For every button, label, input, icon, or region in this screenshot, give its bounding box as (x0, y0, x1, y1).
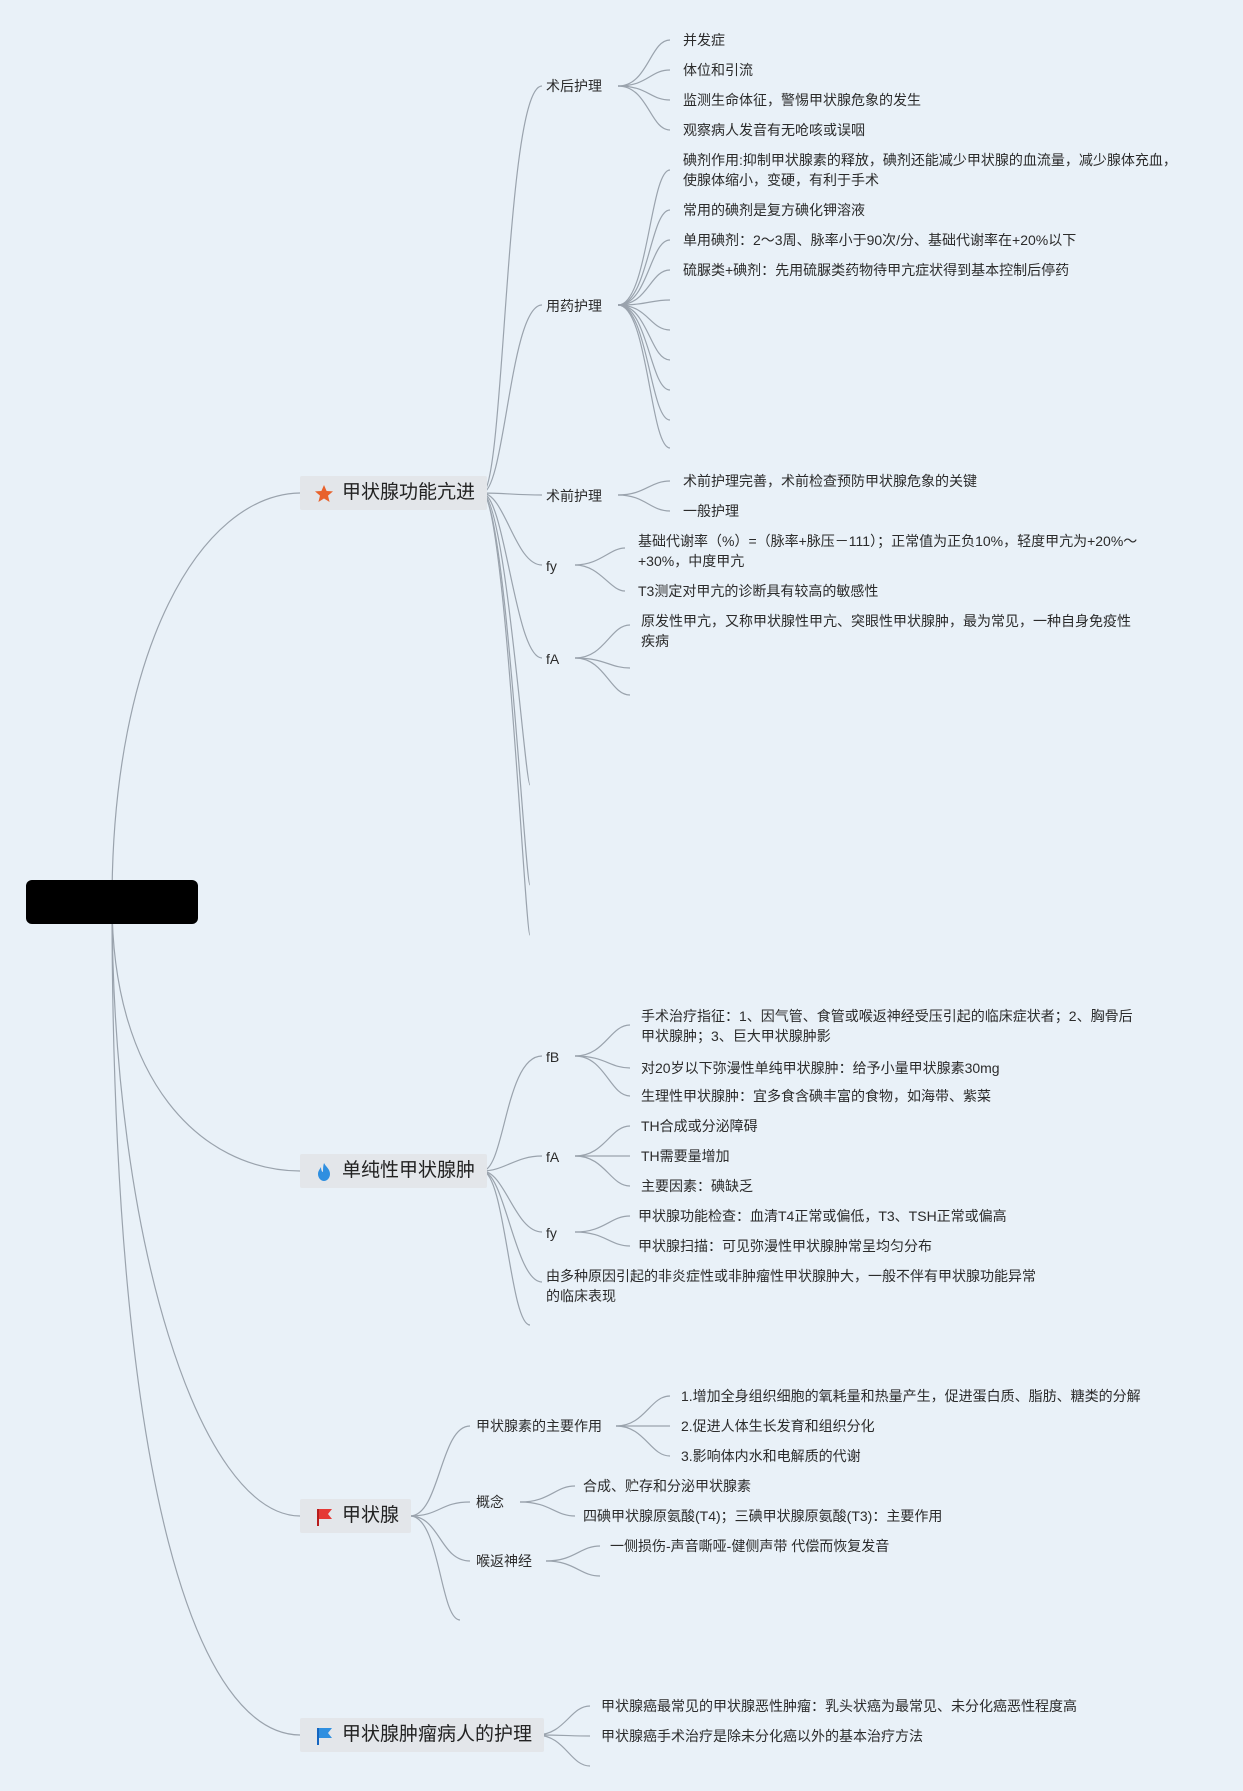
subtopic-medication-care[interactable]: 用药护理 (546, 298, 602, 314)
subtopic-fb[interactable]: fB (546, 1049, 560, 1065)
topic-title: 甲状腺功能亢进 (342, 482, 476, 503)
subtopic-fa[interactable]: fA (546, 1149, 560, 1165)
text-line: 甲状腺肿；3、巨大甲状腺肿影 (641, 1028, 831, 1044)
text-line: 原发性甲亢，又称甲状腺性甲亢、突眼性甲状腺肿，最为常见，一种自身免疫性 (641, 613, 1131, 629)
list-item[interactable]: 3.影响体内水和电解质的代谢 (681, 1448, 861, 1464)
subtopic-postop-care[interactable]: 术后护理 (546, 78, 602, 94)
list-item-bmr[interactable]: 基础代谢率（%）=（脉率+脉压－111）；正常值为正负10%，轻度甲亢为+20%… (638, 531, 1137, 571)
text-line: 碘剂作用:抑制甲状腺素的释放，碘剂还能减少甲状腺的血流量，减少腺体充血， (683, 152, 1177, 168)
list-item[interactable]: 生理性甲状腺肿：宜多食含碘丰富的食物，如海带、紫菜 (641, 1088, 991, 1104)
subtopic-fa[interactable]: fA (546, 651, 560, 667)
subtopic-fy[interactable]: fy (546, 558, 557, 574)
text-line: 的临床表现 (546, 1288, 616, 1304)
subtopic-fy[interactable]: fy (546, 1225, 557, 1241)
star-icon (315, 485, 333, 502)
list-item-definition[interactable]: 由多种原因引起的非炎症性或非肿瘤性甲状腺肿大，一般不伴有甲状腺功能异常 的临床表… (546, 1266, 1036, 1306)
list-item[interactable]: 四碘甲状腺原氨酸(T4)；三碘甲状腺原氨酸(T3)：主要作用 (583, 1508, 943, 1524)
list-item[interactable]: 观察病人发音有无呛咳或误咽 (683, 122, 865, 138)
list-item[interactable]: 2.促进人体生长发育和组织分化 (681, 1418, 875, 1434)
list-item[interactable]: 1.增加全身组织细胞的氧耗量和热量产生，促进蛋白质、脂肪、糖类的分解 (681, 1388, 1141, 1404)
list-item[interactable]: 体位和引流 (683, 62, 753, 78)
list-item[interactable]: 甲状腺癌最常见的甲状腺恶性肿瘤：乳头状癌为最常见、未分化癌恶性程度高 (601, 1698, 1077, 1714)
topic-simple-goiter[interactable]: 单纯性甲状腺肿 (300, 1154, 488, 1188)
list-item[interactable]: 常用的碘剂是复方碘化钾溶液 (683, 202, 865, 218)
list-item[interactable]: 并发症 (683, 32, 725, 48)
red-flag-icon (317, 1509, 332, 1526)
topic-title: 甲状腺肿瘤病人的护理 (342, 1724, 533, 1745)
subtopic-recurrent-laryngeal-nerve[interactable]: 喉返神经 (476, 1553, 532, 1569)
list-item[interactable]: 硫脲类+碘剂：先用硫脲类药物待甲亢症状得到基本控制后停药 (683, 262, 1070, 278)
list-item-primary-hyper[interactable]: 原发性甲亢，又称甲状腺性甲亢、突眼性甲状腺肿，最为常见，一种自身免疫性 疾病 (641, 611, 1131, 651)
blue-flag-icon (317, 1728, 332, 1745)
list-item[interactable]: 甲状腺扫描：可见弥漫性甲状腺肿常呈均匀分布 (638, 1238, 932, 1254)
text-line: 手术治疗指征：1、因气管、食管或喉返神经受压引起的临床症状者；2、胸骨后 (641, 1008, 1133, 1024)
topic-title: 单纯性甲状腺肿 (342, 1160, 476, 1181)
list-item[interactable]: 一般护理 (683, 503, 739, 519)
list-item[interactable]: 单用碘剂：2～3周、脉率小于90次/分、基础代谢率在+20%以下 (683, 232, 1077, 248)
topic-thyroid[interactable]: 甲状腺 (300, 1499, 412, 1533)
topic-hyperthyroidism[interactable]: 甲状腺功能亢进 (300, 476, 488, 510)
list-item[interactable]: 合成、贮存和分泌甲状腺素 (583, 1478, 751, 1494)
text-line: 疾病 (641, 633, 669, 649)
list-item[interactable]: TH需要量增加 (641, 1148, 730, 1164)
list-item[interactable]: TH合成或分泌障碍 (641, 1118, 758, 1134)
list-item[interactable]: 一侧损伤-声音嘶哑-健侧声带 代偿而恢复发音 (610, 1538, 890, 1554)
list-item[interactable]: 术前护理完善，术前检查预防甲状腺危象的关键 (683, 473, 977, 489)
list-item[interactable]: 甲状腺功能检查：血清T4正常或偏低，T3、TSH正常或偏高 (638, 1208, 1007, 1224)
list-item[interactable]: 对20岁以下弥漫性单纯甲状腺肿：给予小量甲状腺素30mg (641, 1060, 1000, 1076)
list-item[interactable]: 监测生命体征，警惕甲状腺危象的发生 (683, 92, 921, 108)
subtopic-preop-care[interactable]: 术前护理 (546, 488, 602, 504)
root-topic[interactable] (26, 880, 198, 924)
subtopic-concept[interactable]: 概念 (476, 1494, 504, 1510)
text-line: 由多种原因引起的非炎症性或非肿瘤性甲状腺肿大，一般不伴有甲状腺功能异常 (546, 1268, 1036, 1284)
topic-title: 甲状腺 (342, 1505, 400, 1526)
list-item[interactable]: T3测定对甲亢的诊断具有较高的敏感性 (638, 583, 879, 599)
topic-thyroid-tumor-care[interactable]: 甲状腺肿瘤病人的护理 (300, 1718, 545, 1752)
fire-icon (318, 1163, 330, 1181)
list-item[interactable]: 主要因素：碘缺乏 (641, 1178, 753, 1194)
subtopic-hormone-functions[interactable]: 甲状腺素的主要作用 (476, 1418, 602, 1434)
text-line: 基础代谢率（%）=（脉率+脉压－111）；正常值为正负10%，轻度甲亢为+20%… (638, 533, 1138, 549)
list-item-surgery-indication[interactable]: 手术治疗指征：1、因气管、食管或喉返神经受压引起的临床症状者；2、胸骨后 甲状腺… (641, 1006, 1133, 1046)
list-item-iodine-effect[interactable]: 碘剂作用:抑制甲状腺素的释放，碘剂还能减少甲状腺的血流量，减少腺体充血， 使腺体… (683, 150, 1177, 190)
list-item[interactable]: 甲状腺癌手术治疗是除未分化癌以外的基本治疗方法 (601, 1728, 923, 1744)
text-line: 使腺体缩小，变硬，有利于手术 (683, 172, 879, 188)
text-line: +30%，中度甲亢 (638, 553, 745, 569)
